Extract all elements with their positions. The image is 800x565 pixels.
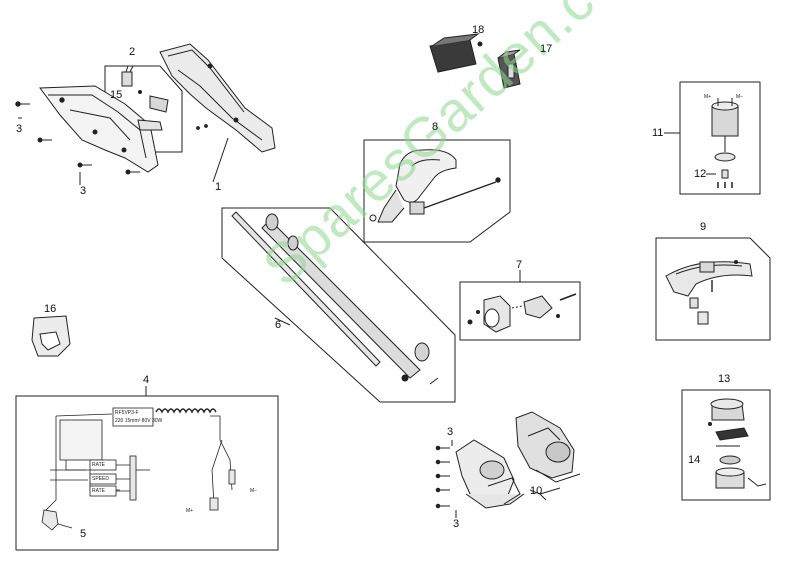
battery-17 bbox=[497, 49, 521, 89]
trigger-switch bbox=[121, 65, 208, 131]
schematic-terminal-m1: M+ bbox=[186, 508, 194, 514]
callout-12: 12 bbox=[694, 168, 707, 180]
callout-17: 17 bbox=[540, 43, 553, 55]
callout-13: 13 bbox=[718, 373, 731, 385]
callout-3-d: 3 bbox=[453, 518, 460, 530]
box-group-4 bbox=[15, 395, 279, 551]
spool-head bbox=[708, 398, 767, 489]
screws-group-3-top bbox=[15, 101, 140, 185]
shaft-tubes bbox=[231, 211, 439, 385]
wiring-schematic bbox=[41, 407, 236, 531]
callout-6: 6 bbox=[275, 319, 282, 331]
box-group-11 bbox=[679, 81, 761, 195]
callout-2: 2 bbox=[129, 46, 136, 58]
box-group-6 bbox=[221, 207, 456, 403]
callout-14: 14 bbox=[688, 454, 701, 466]
motor-terminal-m1: M+ bbox=[704, 94, 712, 100]
callout-5: 5 bbox=[80, 528, 87, 540]
callout-7: 7 bbox=[516, 259, 523, 271]
charger-18 bbox=[429, 33, 483, 73]
callout-18: 18 bbox=[472, 24, 485, 36]
callout-11: 11 bbox=[652, 127, 664, 139]
motor-terminal-m2: M− bbox=[736, 94, 744, 100]
handle-housing-right bbox=[159, 43, 276, 153]
callout-16: 16 bbox=[44, 303, 57, 315]
schematic-terminal-m2: M− bbox=[250, 488, 258, 494]
schematic-switch-2: SPEED bbox=[92, 476, 109, 482]
head-housing-left bbox=[455, 439, 525, 509]
schematic-label-b: 220 15mm² 80V 30W bbox=[115, 418, 163, 424]
callout-8: 8 bbox=[432, 121, 439, 133]
callout-3-c: 3 bbox=[447, 426, 454, 438]
head-housing-right bbox=[515, 411, 581, 483]
callout-3-a: 3 bbox=[16, 123, 23, 135]
box-group-13 bbox=[681, 389, 771, 501]
clamp-parts bbox=[467, 293, 577, 333]
box-group-8 bbox=[363, 139, 511, 243]
handle-housing-left bbox=[39, 85, 159, 173]
label-sticker bbox=[31, 315, 71, 357]
callout-10: 10 bbox=[530, 485, 543, 497]
callout-15: 15 bbox=[110, 89, 123, 101]
motor bbox=[711, 98, 739, 188]
guard bbox=[665, 260, 753, 325]
schematic-label-a: RF5VP3-F bbox=[115, 410, 139, 416]
callout-4: 4 bbox=[143, 374, 150, 386]
callout-9: 9 bbox=[700, 221, 707, 233]
screws-group-3-bottom bbox=[435, 440, 457, 518]
box-group-7 bbox=[459, 281, 581, 341]
assist-handle bbox=[369, 149, 501, 223]
box-group-9 bbox=[655, 237, 771, 341]
callout-3-b: 3 bbox=[80, 185, 87, 197]
schematic-switch-3: RATE bbox=[92, 488, 105, 494]
schematic-switch-1: RATE bbox=[92, 462, 105, 468]
callout-1: 1 bbox=[215, 181, 222, 193]
